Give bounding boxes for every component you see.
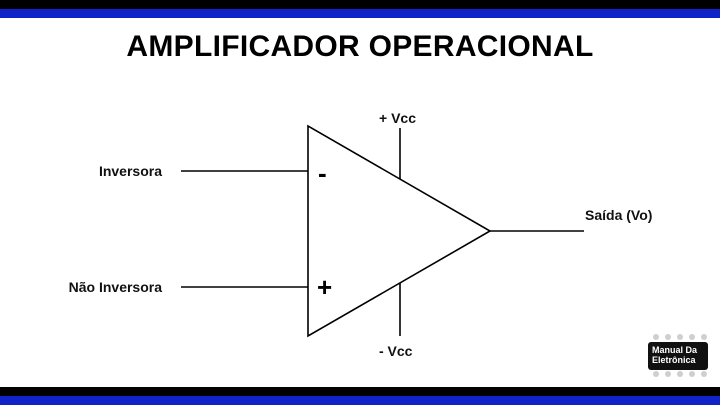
non-inverting-input-label: Não Inversora: [68, 279, 162, 295]
positive-supply-label: + Vcc: [379, 110, 416, 126]
logo-line-2: Eletrônica: [652, 355, 696, 365]
inverting-sign: -: [318, 158, 327, 188]
non-inverting-sign: +: [317, 272, 333, 302]
top-blue-band: [0, 9, 720, 18]
inverting-input-label: Inversora: [98, 163, 162, 179]
logo-dots-icon: [653, 334, 707, 377]
logo-box: [648, 342, 708, 370]
top-black-band: [0, 0, 720, 9]
bottom-black-band: [0, 387, 720, 396]
op-amp-triangle: [307, 124, 492, 338]
logo-line-1: Manual Da: [652, 345, 698, 355]
logo-text: Manual Da Eletrônica: [652, 345, 697, 365]
output-label: Saída (Vo): [585, 207, 653, 223]
bottom-blue-band: [0, 396, 720, 405]
brand-logo: Manual Da Eletrônica: [644, 332, 710, 378]
page-title: AMPLIFICADOR OPERACIONAL: [126, 30, 594, 63]
negative-supply-label: - Vcc: [379, 343, 413, 359]
